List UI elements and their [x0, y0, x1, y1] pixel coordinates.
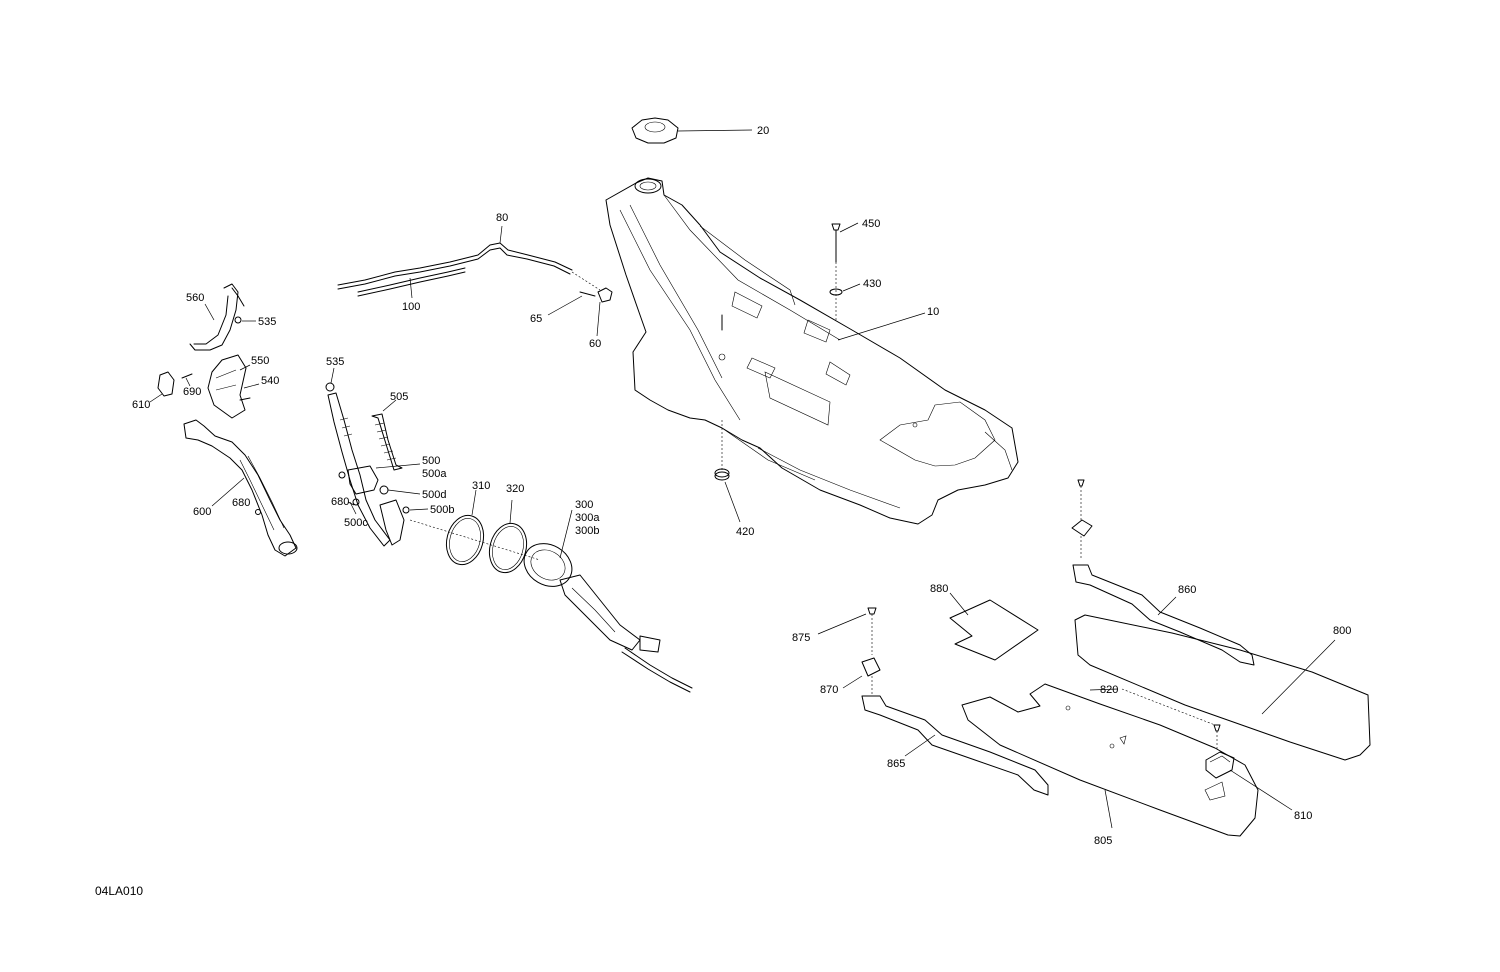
tank-brackets — [817, 479, 1255, 796]
callout-60: 60 — [589, 338, 601, 350]
callout-300a: 300a — [575, 512, 600, 524]
callout-865: 865 — [887, 758, 905, 770]
callout-500d: 500d — [422, 489, 446, 501]
callout-680-right: 680 — [331, 496, 349, 508]
callout-870: 870 — [820, 684, 838, 696]
callout-560: 560 — [186, 292, 204, 304]
callout-600: 600 — [193, 506, 211, 518]
callout-610: 610 — [132, 399, 150, 411]
callout-500c: 500c — [344, 517, 368, 529]
callout-20: 20 — [757, 125, 769, 137]
sealing-rings — [409, 489, 541, 574]
callout-680-left: 680 — [232, 497, 250, 509]
callout-500b: 500b — [430, 504, 454, 516]
filler-hose-lower — [183, 419, 298, 557]
callout-860: 860 — [1178, 584, 1196, 596]
callout-450: 450 — [862, 218, 880, 230]
vent-hoses — [337, 225, 613, 337]
callout-80: 80 — [496, 212, 508, 224]
fuel-cap — [631, 117, 753, 144]
callout-10: 10 — [927, 306, 939, 318]
callout-880: 880 — [930, 583, 948, 595]
fuel-pump — [523, 509, 693, 693]
callout-550: 550 — [251, 355, 269, 367]
callout-500: 500 — [422, 455, 440, 467]
tank-fasteners — [714, 222, 861, 523]
callout-labels: 20 10 450 430 420 80 100 65 60 560 535 5… — [132, 125, 1351, 847]
callout-100: 100 — [402, 301, 420, 313]
callout-500a: 500a — [422, 468, 447, 480]
callout-430: 430 — [863, 278, 881, 290]
skid-plate-805 — [961, 683, 1293, 837]
filler-bracket — [149, 354, 260, 419]
callout-810: 810 — [1294, 810, 1312, 822]
callout-320: 320 — [506, 483, 524, 495]
callout-535-lower: 535 — [326, 356, 344, 368]
callout-310: 310 — [472, 480, 490, 492]
callout-420: 420 — [736, 526, 754, 538]
callout-300: 300 — [575, 499, 593, 511]
callout-535-upper: 535 — [258, 316, 276, 328]
drawing-code: 04LA010 — [95, 884, 144, 898]
protector-plate-800 — [1074, 614, 1371, 761]
fuel-hose-assembly — [325, 367, 429, 547]
callout-805: 805 — [1094, 835, 1112, 847]
callout-540: 540 — [261, 375, 279, 387]
callout-690: 690 — [183, 386, 201, 398]
fuel-tank — [605, 177, 1019, 525]
decal-880 — [949, 592, 1039, 661]
callout-505: 505 — [390, 391, 408, 403]
callout-800: 800 — [1333, 625, 1351, 637]
filler-hose-upper — [189, 283, 256, 351]
callout-300b: 300b — [575, 525, 599, 537]
callout-820: 820 — [1100, 684, 1118, 696]
callout-65: 65 — [530, 313, 542, 325]
callout-875: 875 — [792, 632, 810, 644]
